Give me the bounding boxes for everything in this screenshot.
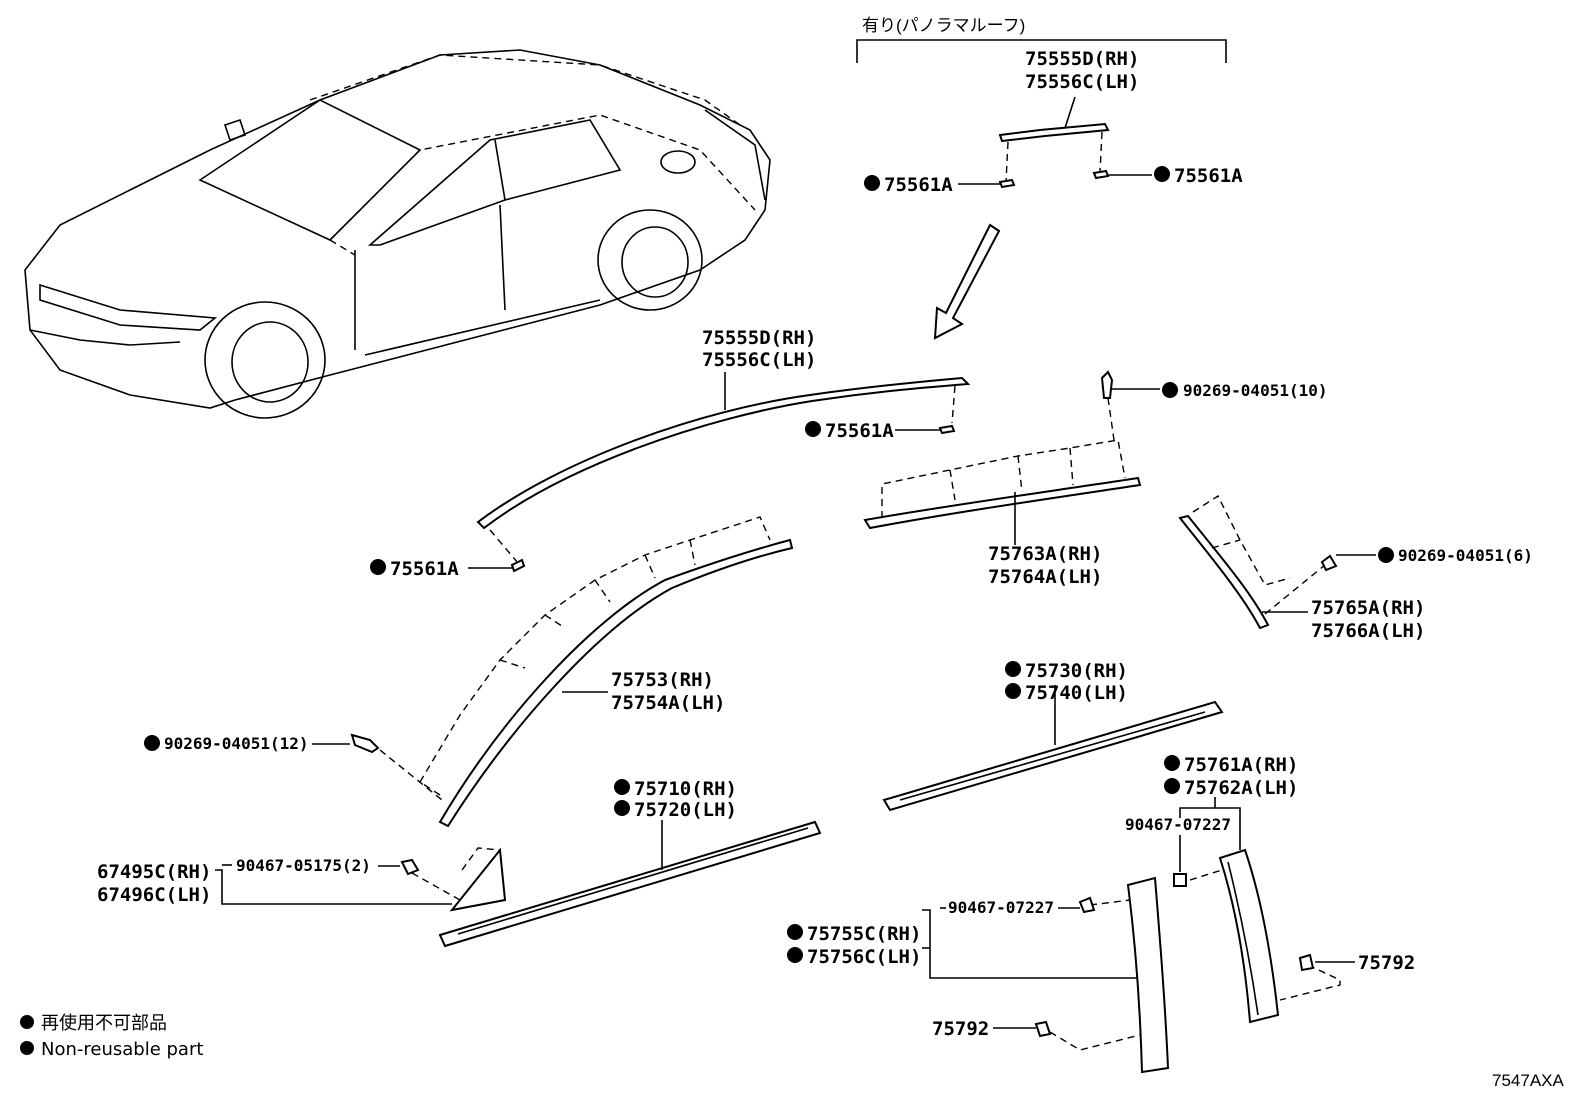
non-reusable-mark (144, 735, 160, 751)
non-reusable-mark (1154, 166, 1170, 182)
roof-moulding-lh-label: 75556C(LH) (702, 349, 816, 371)
non-reusable-mark (1005, 661, 1021, 677)
non-reusable-mark (614, 800, 630, 816)
mirror-cover: 67495C(RH) 67496C(LH) 90467-05175(2) (97, 847, 507, 912)
rear-pillar-garnish: 75761A(RH) 75762A(LH) 90467-07227 75792 (1125, 754, 1415, 1024)
front-belt-rh-label: 75710(RH) (634, 778, 737, 800)
non-reusable-mark (20, 1041, 34, 1055)
clip-90269-label: 90269-04051(6) (1398, 546, 1533, 565)
front-belt-moulding: 75710(RH) 75720(LH) (438, 778, 822, 948)
non-reusable-mark (864, 175, 880, 191)
clip-75561a-label: 75561A (884, 174, 953, 196)
clip-75792-label: 75792 (932, 1018, 989, 1040)
car-illustration (24, 49, 771, 419)
rear-upper-lh-label: 75764A(LH) (988, 566, 1102, 588)
roof-moulding-long: 75555D(RH) 75556C(LH) 75561A 75561A (370, 327, 971, 580)
front-pillar-lh-label: 75756C(LH) (807, 946, 921, 968)
non-reusable-mark (1164, 755, 1180, 771)
non-reusable-mark (1005, 683, 1021, 699)
clip-75561a-label: 75561A (825, 420, 894, 442)
rear-belt-moulding: 75730(RH) 75740(LH) (882, 660, 1224, 812)
rear-belt-rh-label: 75730(RH) (1025, 660, 1128, 682)
clip-75792-label: 75792 (1358, 952, 1415, 974)
screw-label: 90467-07227 (1125, 815, 1231, 834)
quarter-rh-label: 75765A(RH) (1311, 597, 1425, 619)
non-reusable-mark (1162, 382, 1178, 398)
non-reusable-mark (805, 421, 821, 437)
roof-moulding-rh-label: 75555D(RH) (1025, 48, 1139, 70)
diagram-code: 7547AXA (1492, 1071, 1564, 1090)
non-reusable-mark (787, 947, 803, 963)
clip-75561a-label: 75561A (1174, 165, 1243, 187)
quarter-lh-label: 75766A(LH) (1311, 620, 1425, 642)
roof-moulding-lh-label: 75556C(LH) (1025, 71, 1139, 93)
rear-door-upper-moulding: 90269-04051(10) 75763A(RH) 75764A(LH) (863, 370, 1328, 588)
screw-label: 90467-05175(2) (236, 856, 371, 875)
rear-pillar-rh-label: 75761A(RH) (1184, 754, 1298, 776)
front-belt-lh-label: 75720(LH) (634, 799, 737, 821)
legend-note-jp: 再使用不可部品 (41, 1013, 167, 1034)
clip-90269-label: 90269-04051(12) (164, 734, 309, 753)
front-upper-rh-label: 75753(RH) (611, 669, 714, 691)
legend-note-en: Non-reusable part (41, 1039, 203, 1060)
mirror-cover-rh-label: 67495C(RH) (97, 861, 211, 883)
non-reusable-mark (1164, 778, 1180, 794)
option-note: 有り(パノラマルーフ) (862, 16, 1025, 35)
roof-moulding-rh-label: 75555D(RH) (702, 327, 816, 349)
mirror-cover-lh-label: 67496C(LH) (97, 884, 211, 906)
non-reusable-mark (614, 779, 630, 795)
front-pillar-garnish: 90467-07227 75755C(RH) 75756C(LH) 75792 (787, 876, 1170, 1074)
legend: 再使用不可部品 Non-reusable part (20, 1013, 203, 1060)
rear-belt-lh-label: 75740(LH) (1025, 682, 1128, 704)
direction-arrow (933, 223, 1001, 340)
front-upper-lh-label: 75754A(LH) (611, 692, 725, 714)
screw-label: 90467-07227 (948, 898, 1054, 917)
panorama-roof-bracket: 有り(パノラマルーフ) 75555D(RH) 75556C(LH) 75561A… (856, 16, 1243, 340)
quarter-moulding: 90269-04051(6) 75765A(RH) 75766A(LH) (1178, 494, 1533, 642)
front-pillar-rh-label: 75755C(RH) (807, 923, 921, 945)
clip-75561a-label: 75561A (390, 558, 459, 580)
non-reusable-mark (370, 559, 386, 575)
non-reusable-mark (20, 1015, 34, 1029)
non-reusable-mark (1378, 547, 1394, 563)
roof-moulding-short (998, 122, 1110, 143)
clip-90269-label: 90269-04051(10) (1183, 381, 1328, 400)
non-reusable-mark (787, 924, 803, 940)
front-door-upper-moulding: 75753(RH) 75754A(LH) 90269-04051(12) (144, 516, 794, 828)
rear-upper-rh-label: 75763A(RH) (988, 543, 1102, 565)
rear-pillar-lh-label: 75762A(LH) (1184, 777, 1298, 799)
